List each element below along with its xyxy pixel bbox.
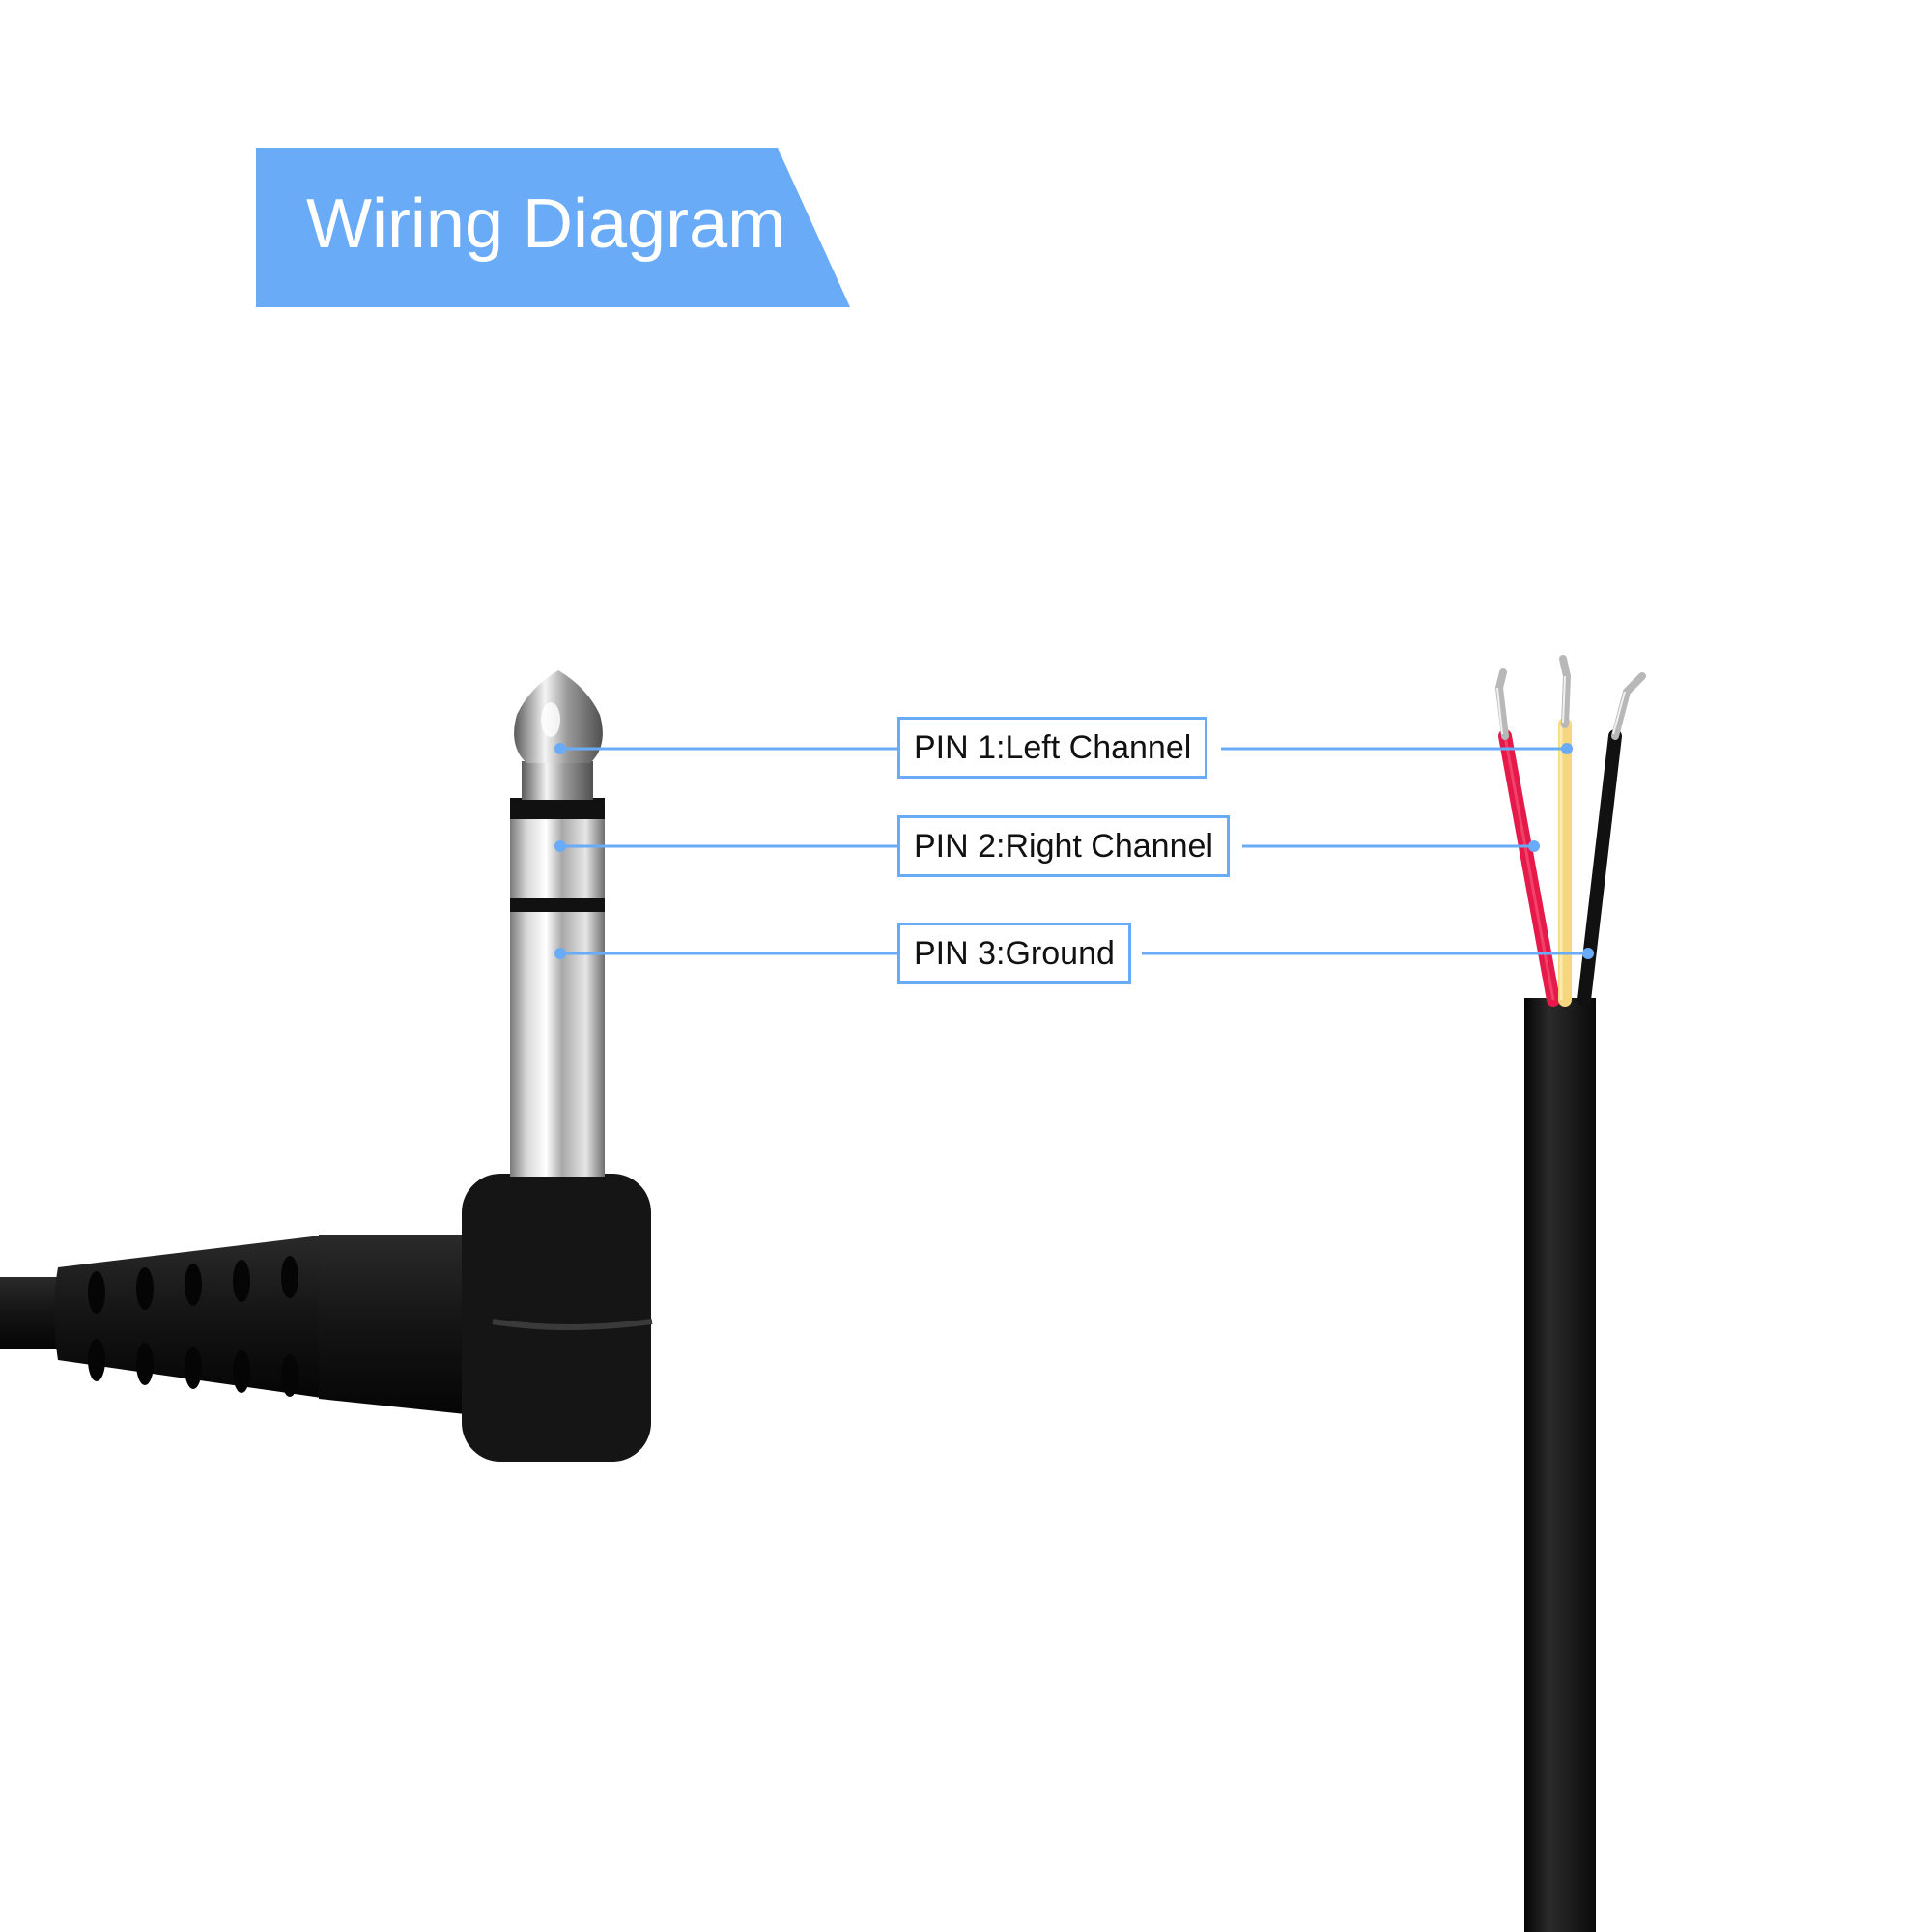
pin-3-label: PIN 3:Ground [897, 923, 1131, 984]
stripped-cable [1494, 655, 1646, 1932]
plug-insulator-2 [510, 896, 605, 912]
plug-housing-ridge [492, 1319, 653, 1330]
wire-black [1577, 729, 1622, 1007]
strain-relief-ribs [88, 1256, 298, 1397]
pin-2-label: PIN 2:Right Channel [897, 815, 1230, 877]
strain-relief [54, 1235, 328, 1399]
banner-shape [256, 148, 850, 307]
trs-plug [0, 670, 653, 1462]
pin-1-label: PIN 1:Left Channel [897, 717, 1208, 779]
exposed-strands [1494, 655, 1646, 740]
title-banner: Wiring Diagram [256, 148, 850, 307]
plug-housing-head [462, 1174, 651, 1462]
cable-jacket [1524, 998, 1596, 1932]
page-title: Wiring Diagram [306, 185, 786, 263]
plug-housing-body [319, 1235, 502, 1418]
plug-tip-neck [522, 761, 593, 800]
callout-lines [560, 747, 1588, 955]
plug-ring [510, 817, 605, 898]
callout-dots [554, 743, 1594, 959]
plug-insulator-1 [510, 798, 605, 819]
plug-sleeve [510, 908, 605, 1177]
